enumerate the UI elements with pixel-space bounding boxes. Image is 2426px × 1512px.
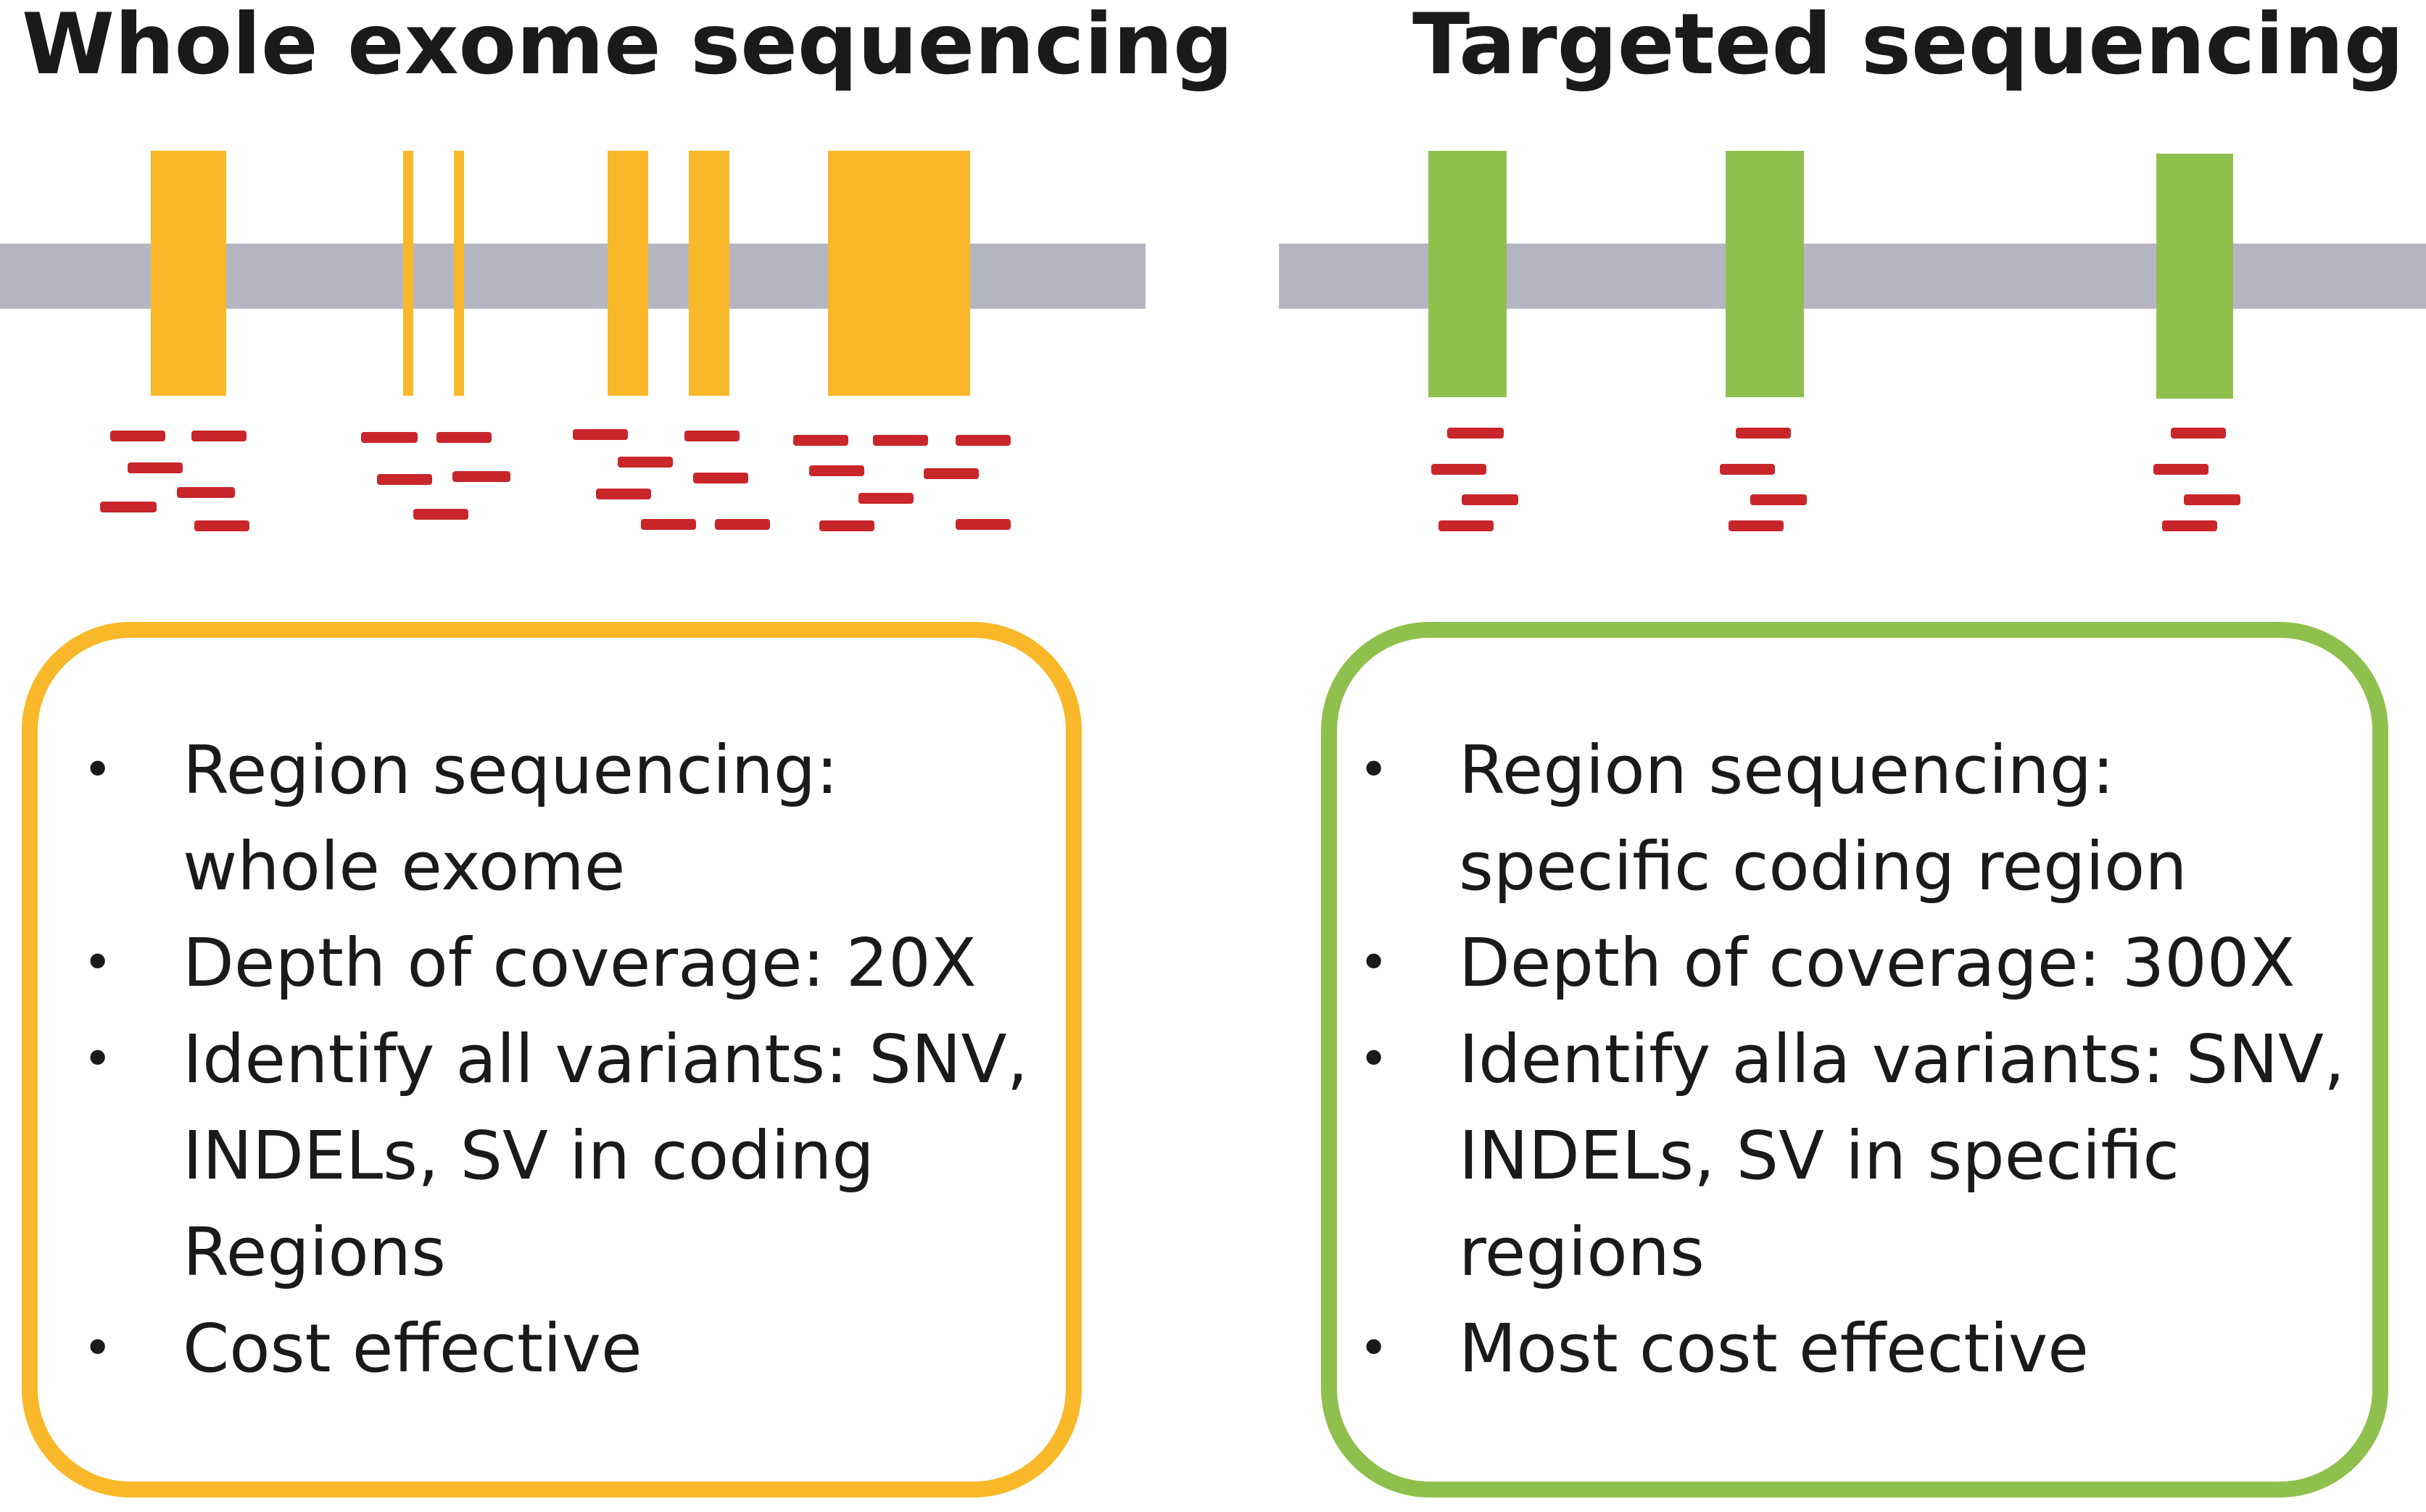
bullet: • bbox=[1359, 1318, 1389, 1378]
ts-feature-text: Most cost effective bbox=[1459, 1310, 2089, 1387]
ts-target-region bbox=[1726, 151, 1804, 397]
wes-exon bbox=[689, 151, 729, 396]
read bbox=[2184, 494, 2240, 505]
wes-feature-text: Identify all variants: SNV, INDELs, SV i… bbox=[183, 1021, 1028, 1291]
read bbox=[956, 435, 1011, 446]
targeted-feature-list: • Region sequencing: specific coding regi… bbox=[1359, 722, 2372, 1397]
ts-feature-item: • Depth of coverage: 300X bbox=[1359, 915, 2372, 1011]
read bbox=[1431, 464, 1486, 475]
targeted-title: Targeted sequencing bbox=[1412, 0, 2404, 94]
read bbox=[596, 489, 651, 499]
read bbox=[2153, 464, 2208, 475]
read bbox=[1729, 520, 1784, 531]
read bbox=[819, 520, 874, 531]
read bbox=[2171, 428, 2226, 439]
read bbox=[2162, 520, 2217, 531]
read bbox=[573, 429, 628, 440]
wes-exon bbox=[151, 151, 226, 396]
read bbox=[110, 431, 165, 441]
wes-exon bbox=[454, 151, 464, 396]
wes-feature-item: • Region sequencing: whole exome bbox=[83, 722, 1075, 915]
bullet: • bbox=[1359, 740, 1389, 799]
bullet: • bbox=[83, 933, 113, 992]
ts-target-region bbox=[1428, 151, 1507, 397]
read bbox=[191, 431, 247, 441]
wes-title: Whole exome sequencing bbox=[22, 0, 1233, 94]
read bbox=[1720, 464, 1775, 475]
read bbox=[452, 471, 510, 482]
ts-feature-text: Identify alla variants: SNV, INDELs, SV … bbox=[1459, 1021, 2346, 1291]
read bbox=[1736, 428, 1791, 439]
read bbox=[956, 519, 1011, 530]
wes-exon bbox=[828, 151, 970, 396]
wes-track bbox=[0, 151, 1146, 396]
read bbox=[1447, 428, 1504, 439]
wes-feature-text: Region sequencing: whole exome bbox=[183, 731, 839, 905]
ts-target-region bbox=[2156, 154, 2233, 399]
read bbox=[177, 487, 235, 498]
bullet: • bbox=[1359, 1029, 1389, 1089]
ts-track bbox=[1279, 151, 2426, 399]
wes-feature-item: • Depth of coverage: 20X bbox=[83, 915, 1075, 1011]
bullet: • bbox=[83, 1029, 113, 1089]
read bbox=[1462, 494, 1518, 505]
read bbox=[684, 431, 740, 441]
bullet: • bbox=[83, 1318, 113, 1378]
wes-feature-text: Cost effective bbox=[183, 1310, 642, 1387]
read bbox=[1438, 520, 1494, 531]
bullet: • bbox=[1359, 933, 1389, 992]
wes-exon bbox=[608, 151, 648, 396]
wes-feature-item: • Cost effective bbox=[83, 1300, 1075, 1397]
read bbox=[858, 493, 914, 504]
ts-feature-text: Depth of coverage: 300X bbox=[1459, 924, 2295, 1002]
wes-info-box bbox=[22, 622, 1082, 1498]
read bbox=[100, 502, 157, 512]
wes-feature-list: • Region sequencing: whole exome • Depth o… bbox=[83, 722, 1075, 1397]
read bbox=[809, 465, 864, 476]
wes-feature-item: • Identify all variants: SNV, INDELs, SV … bbox=[83, 1011, 1075, 1300]
bullet: • bbox=[83, 740, 113, 799]
read bbox=[873, 435, 928, 446]
read bbox=[436, 432, 492, 443]
ts-feature-item: • Region sequencing: specific coding regi… bbox=[1359, 722, 2372, 915]
ts-feature-text: Region sequencing: specific coding regio… bbox=[1459, 731, 2187, 905]
read bbox=[1750, 494, 1807, 505]
read bbox=[128, 462, 183, 473]
ts-reads bbox=[1431, 428, 2240, 531]
read bbox=[361, 432, 418, 443]
ts-feature-item: • Identify alla variants: SNV, INDELs, SV… bbox=[1359, 1011, 2372, 1300]
wes-exon bbox=[403, 151, 413, 396]
wes-feature-text: Depth of coverage: 20X bbox=[183, 924, 977, 1002]
read bbox=[194, 520, 249, 531]
ts-feature-item: • Most cost effective bbox=[1359, 1300, 2372, 1397]
read bbox=[641, 519, 696, 530]
wes-reads bbox=[100, 429, 1011, 531]
read bbox=[377, 474, 432, 485]
targeted-info-box bbox=[1321, 622, 2388, 1498]
read bbox=[618, 457, 673, 468]
read bbox=[715, 519, 770, 530]
read bbox=[413, 509, 468, 520]
read bbox=[924, 468, 979, 479]
read bbox=[793, 435, 848, 446]
read bbox=[693, 473, 748, 483]
